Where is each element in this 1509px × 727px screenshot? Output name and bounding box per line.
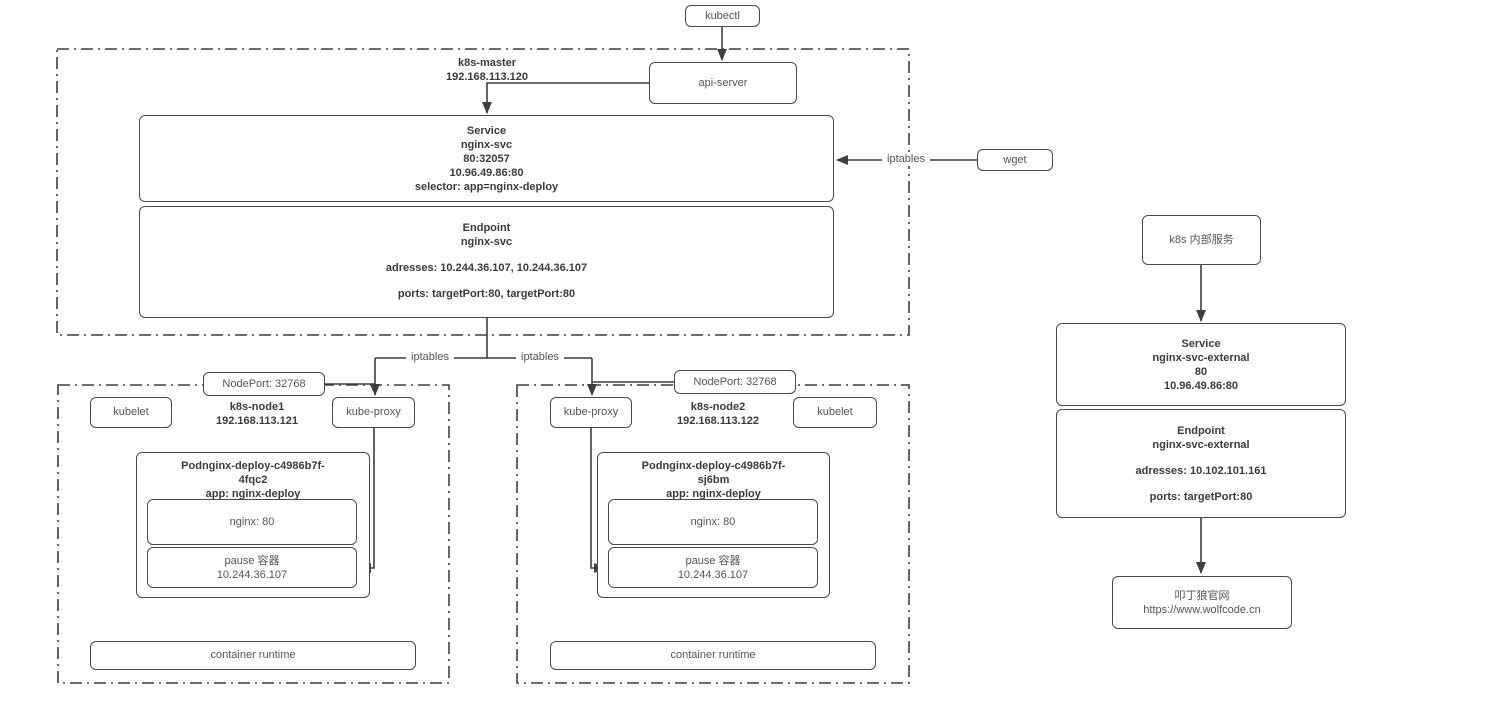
- endpoint-name: nginx-svc: [460, 236, 513, 248]
- endpoint-external-ports: ports: targetPort:80: [1149, 491, 1253, 503]
- service-title: Service: [466, 124, 507, 137]
- node2-kubelet-box: kubelet: [793, 397, 877, 428]
- kubectl-box: kubectl: [685, 5, 760, 27]
- iptables-label-node2: iptables: [516, 351, 564, 364]
- nodeport1-label: NodePort: 32768: [222, 377, 306, 390]
- endpoint-external-name: nginx-svc-external: [1152, 439, 1250, 451]
- service-external-name: nginx-svc-external: [1152, 351, 1250, 364]
- api-server-box: api-server: [649, 62, 797, 104]
- wget-box: wget: [977, 149, 1053, 171]
- node1-pause-label: pause 容器: [224, 554, 280, 567]
- service-external-box: Service nginx-svc-external 80 10.96.49.8…: [1056, 323, 1346, 406]
- nodeport1-box: NodePort: 32768: [203, 372, 325, 396]
- k8s-internal-service-box: k8s 内部服务: [1142, 215, 1261, 265]
- service-selector: selector: app=nginx-deploy: [414, 180, 559, 193]
- kubectl-label: kubectl: [705, 9, 740, 22]
- service-cluster-ip: 10.96.49.86:80: [449, 166, 524, 179]
- node2-ip: 192.168.113.122: [677, 415, 759, 427]
- node2-container-runtime-label: container runtime: [670, 649, 756, 661]
- endpoint-addresses: adresses: 10.244.36.107, 10.244.36.107: [385, 262, 588, 274]
- endpoint-ports: ports: targetPort:80, targetPort:80: [397, 288, 576, 300]
- node1-pause-ip: 10.244.36.107: [216, 568, 288, 581]
- node1-pod-app-label: app: nginx-deploy: [205, 488, 301, 500]
- node2-pod-title-line2: sj6bm: [697, 474, 730, 486]
- node1-ip: 192.168.113.121: [216, 415, 298, 427]
- node1-kube-proxy-label: kube-proxy: [346, 406, 401, 418]
- node2-kube-proxy-label: kube-proxy: [563, 406, 619, 418]
- arrow-apiserver-to-service: [482, 82, 649, 114]
- node2-kubelet-label: kubelet: [817, 406, 853, 418]
- endpoint-external-box: Endpoint nginx-svc-external adresses: 10…: [1056, 409, 1346, 518]
- wget-label: wget: [1003, 153, 1027, 166]
- node1-pod-title-line1: Podnginx-deploy-c4986b7f-: [181, 460, 325, 472]
- node1-pause-container-box: pause 容器 10.244.36.107: [147, 547, 357, 588]
- node1-kubelet-box: kubelet: [90, 397, 172, 428]
- node2-title: k8s-node2 192.168.113.122: [638, 400, 798, 428]
- node2-kube-proxy-box: kube-proxy: [550, 397, 632, 428]
- service-name: nginx-svc: [460, 138, 513, 151]
- endpoint-external-title: Endpoint: [1177, 425, 1225, 437]
- service-ports: 80:32057: [463, 152, 510, 165]
- node2-nginx-container-box: nginx: 80: [608, 499, 818, 545]
- node2-name: k8s-node2: [690, 401, 746, 413]
- master-ip: 192.168.113.120: [446, 71, 528, 83]
- node1-name: k8s-node1: [229, 401, 285, 413]
- iptables-label-wget: iptables: [882, 153, 930, 166]
- master-dashed-border: [56, 48, 910, 336]
- node2-pause-label: pause 容器: [685, 554, 741, 567]
- node2-pause-ip: 10.244.36.107: [677, 568, 749, 581]
- node1-pod-title-line2: 4fqc2: [238, 474, 268, 486]
- node1-container-runtime-box: container runtime: [90, 641, 416, 670]
- node1-nginx-label: nginx: 80: [229, 515, 275, 528]
- node1-nginx-container-box: nginx: 80: [147, 499, 357, 545]
- node2-nginx-label: nginx: 80: [690, 515, 736, 528]
- wolfcode-site-box: 叩丁狼官网 https://www.wolfcode.cn: [1112, 576, 1292, 629]
- endpoint-title: Endpoint: [462, 222, 511, 234]
- service-external-title: Service: [1181, 337, 1221, 350]
- api-server-label: api-server: [698, 76, 748, 89]
- service-external-cluster-ip: 10.96.49.86:80: [1163, 379, 1238, 392]
- wolfcode-site-url: https://www.wolfcode.cn: [1143, 603, 1261, 616]
- master-title: k8s-master 192.168.113.120: [387, 56, 587, 84]
- wolfcode-site-name: 叩丁狼官网: [1174, 589, 1230, 602]
- service-nginx-svc-box: Service nginx-svc 80:32057 10.96.49.86:8…: [139, 115, 834, 202]
- node1-title: k8s-node1 192.168.113.121: [177, 400, 337, 428]
- nodeport2-box: NodePort: 32768: [674, 370, 796, 394]
- node2-pause-container-box: pause 容器 10.244.36.107: [608, 547, 818, 588]
- k8s-internal-service-label: k8s 内部服务: [1169, 233, 1234, 246]
- endpoint-external-addresses: adresses: 10.102.101.161: [1135, 465, 1267, 477]
- service-external-port: 80: [1194, 365, 1208, 378]
- iptables-label-node1: iptables: [406, 351, 454, 364]
- node2-pod-title-line1: Podnginx-deploy-c4986b7f-: [641, 460, 786, 472]
- node2-pod-app-label: app: nginx-deploy: [666, 488, 761, 500]
- nodeport2-label: NodePort: 32768: [693, 375, 777, 388]
- endpoint-nginx-svc-box: Endpoint nginx-svc adresses: 10.244.36.1…: [139, 206, 834, 318]
- node1-container-runtime-label: container runtime: [210, 649, 296, 661]
- node2-container-runtime-box: container runtime: [550, 641, 876, 670]
- node1-kube-proxy-box: kube-proxy: [332, 397, 415, 428]
- node1-kubelet-label: kubelet: [113, 406, 149, 418]
- master-name: k8s-master: [457, 57, 517, 69]
